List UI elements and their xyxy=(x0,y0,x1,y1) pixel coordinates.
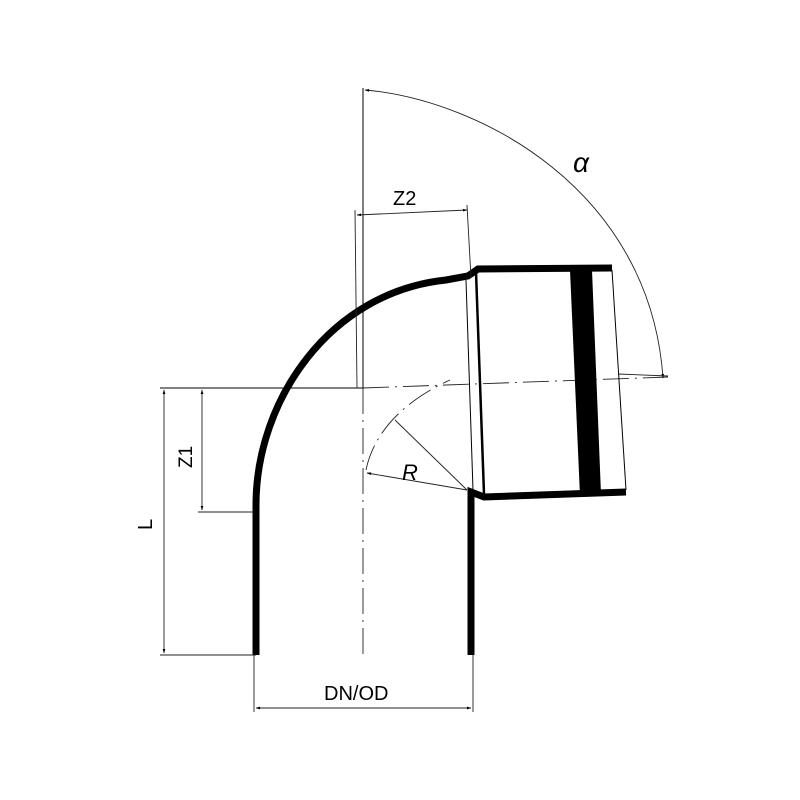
diameter-label: DN/OD xyxy=(324,683,388,705)
diameter-dimension: DN/OD xyxy=(253,655,474,712)
z1-label: Z1 xyxy=(176,446,197,468)
socket-inner-line xyxy=(474,271,486,495)
z2-label: Z2 xyxy=(393,188,416,210)
radius-leader xyxy=(394,419,468,491)
pipe-inner-wall xyxy=(467,486,627,655)
length-label: L xyxy=(135,519,157,530)
pipe-outer-wall xyxy=(252,264,613,655)
horizontal-centerline xyxy=(160,376,669,389)
radius-label: R xyxy=(402,460,418,485)
radius-dimension-line xyxy=(366,472,468,491)
angle-dimension: α xyxy=(364,89,669,379)
bend-radius-arc xyxy=(365,379,451,471)
socket-start-line xyxy=(465,279,474,491)
length-dimension: L xyxy=(135,389,256,656)
seal-ring xyxy=(570,270,601,496)
angle-label: α xyxy=(573,147,590,178)
socket-end-line xyxy=(611,269,627,491)
z1-dimension: Z1 xyxy=(176,389,253,513)
